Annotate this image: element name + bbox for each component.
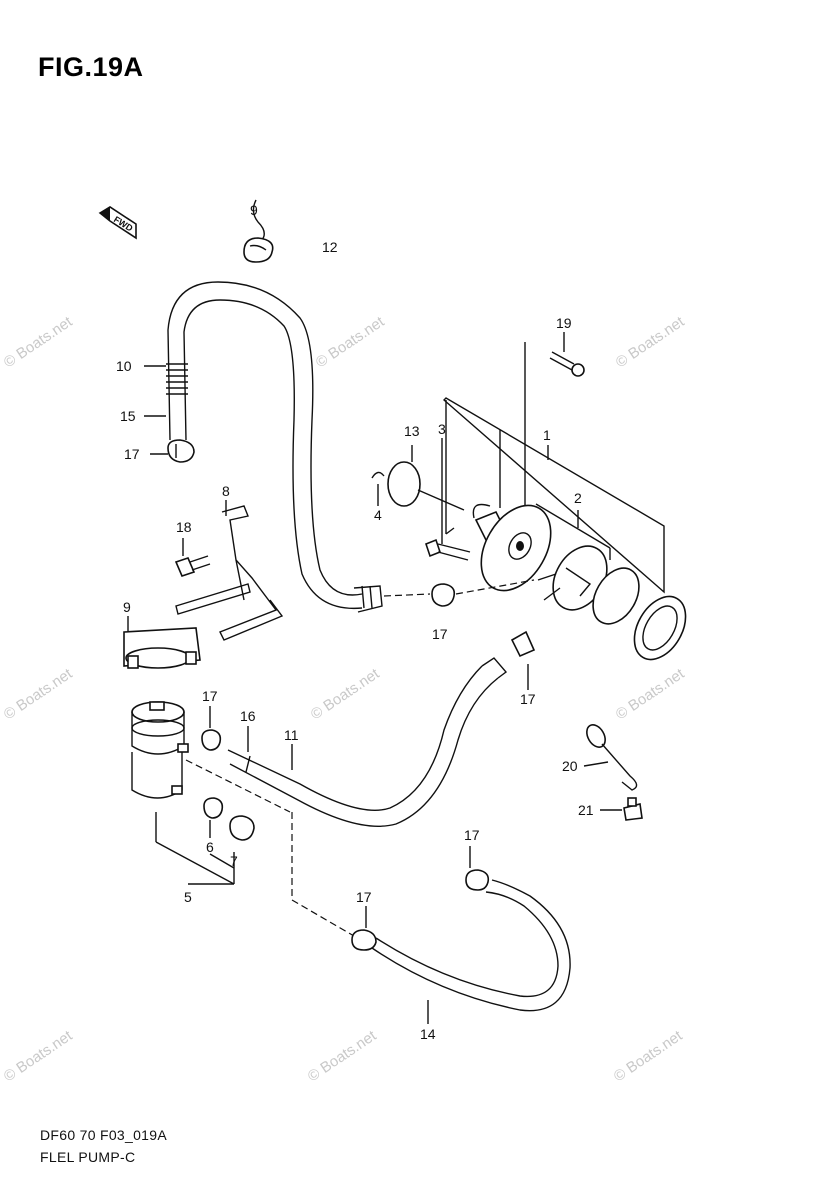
drawing-name: FLEL PUMP-C bbox=[40, 1149, 136, 1165]
clamp-17-mid bbox=[201, 729, 222, 751]
callout-17: 17 bbox=[124, 446, 140, 462]
callout-6: 6 bbox=[206, 839, 214, 855]
clamp-17-pump bbox=[431, 579, 535, 607]
callout-4: 4 bbox=[374, 507, 382, 523]
callout-10: 10 bbox=[116, 358, 132, 374]
callout-12: 12 bbox=[322, 239, 338, 255]
watermarks: © Boats.net © Boats.net © Boats.net © Bo… bbox=[1, 313, 688, 1086]
bolt-18 bbox=[174, 555, 211, 577]
watermark: © Boats.net bbox=[308, 665, 383, 724]
callout-7: 7 bbox=[230, 853, 238, 869]
filter-5 bbox=[131, 701, 189, 799]
callout-14: 14 bbox=[420, 1026, 436, 1042]
clip-12: 9 bbox=[243, 199, 274, 263]
leader-lines bbox=[127, 332, 622, 1024]
watermark: © Boats.net bbox=[1, 1027, 76, 1086]
callout-17: 17 bbox=[356, 889, 372, 905]
callout-5: 5 bbox=[184, 889, 192, 905]
callout-11: 11 bbox=[284, 727, 299, 743]
screw-19 bbox=[549, 351, 585, 377]
figure-title: FIG.19A bbox=[38, 52, 144, 82]
clamp-6 bbox=[203, 797, 224, 819]
bracket-8 bbox=[175, 505, 284, 641]
watermark: © Boats.net bbox=[613, 665, 688, 724]
callout-21: 21 bbox=[578, 802, 594, 818]
svg-text:9: 9 bbox=[250, 202, 258, 218]
callout-8: 8 bbox=[222, 483, 230, 499]
callout-19: 19 bbox=[556, 315, 572, 331]
fuel-pump-1 bbox=[442, 342, 665, 594]
bracket-9 bbox=[123, 627, 201, 669]
callout-1: 1 bbox=[543, 427, 551, 443]
pump-cover-2 bbox=[535, 503, 611, 611]
fwd-arrow-icon: FWD bbox=[98, 206, 137, 240]
watermark: © Boats.net bbox=[1, 665, 76, 724]
cap-7 bbox=[229, 815, 255, 841]
callout-3: 3 bbox=[438, 421, 446, 437]
hose-11 bbox=[227, 657, 508, 827]
callout-13: 13 bbox=[404, 423, 420, 439]
clip-20 bbox=[586, 724, 638, 791]
clamp-17-left bbox=[167, 439, 195, 463]
clamp-17-right bbox=[510, 630, 536, 658]
callouts: 1 2 3 4 5 6 7 8 9 10 11 12 13 14 15 16 1… bbox=[116, 239, 594, 1042]
hose-14 bbox=[351, 869, 571, 1012]
watermark: © Boats.net bbox=[611, 1027, 686, 1086]
bolt-3 bbox=[425, 538, 471, 561]
pin-4 bbox=[371, 471, 385, 479]
oring-13 bbox=[387, 461, 465, 511]
drawing-code: DF60 70 F03_019A bbox=[40, 1127, 167, 1143]
callout-18: 18 bbox=[176, 519, 192, 535]
callout-17: 17 bbox=[202, 688, 218, 704]
callout-17: 17 bbox=[464, 827, 480, 843]
hose-ribs bbox=[166, 363, 188, 395]
callout-17: 17 bbox=[432, 626, 448, 642]
gasket-disc bbox=[592, 567, 687, 661]
hose-10 bbox=[166, 281, 431, 613]
callout-16: 16 bbox=[240, 708, 256, 724]
callout-9: 9 bbox=[123, 599, 131, 615]
callout-2: 2 bbox=[574, 490, 582, 506]
watermark: © Boats.net bbox=[613, 313, 688, 372]
callout-17: 17 bbox=[520, 691, 536, 707]
watermark: © Boats.net bbox=[313, 313, 388, 372]
plug-21 bbox=[623, 797, 643, 821]
callout-15: 15 bbox=[120, 408, 136, 424]
watermark: © Boats.net bbox=[305, 1027, 380, 1086]
callout-20: 20 bbox=[562, 758, 578, 774]
watermark: © Boats.net bbox=[1, 313, 76, 372]
